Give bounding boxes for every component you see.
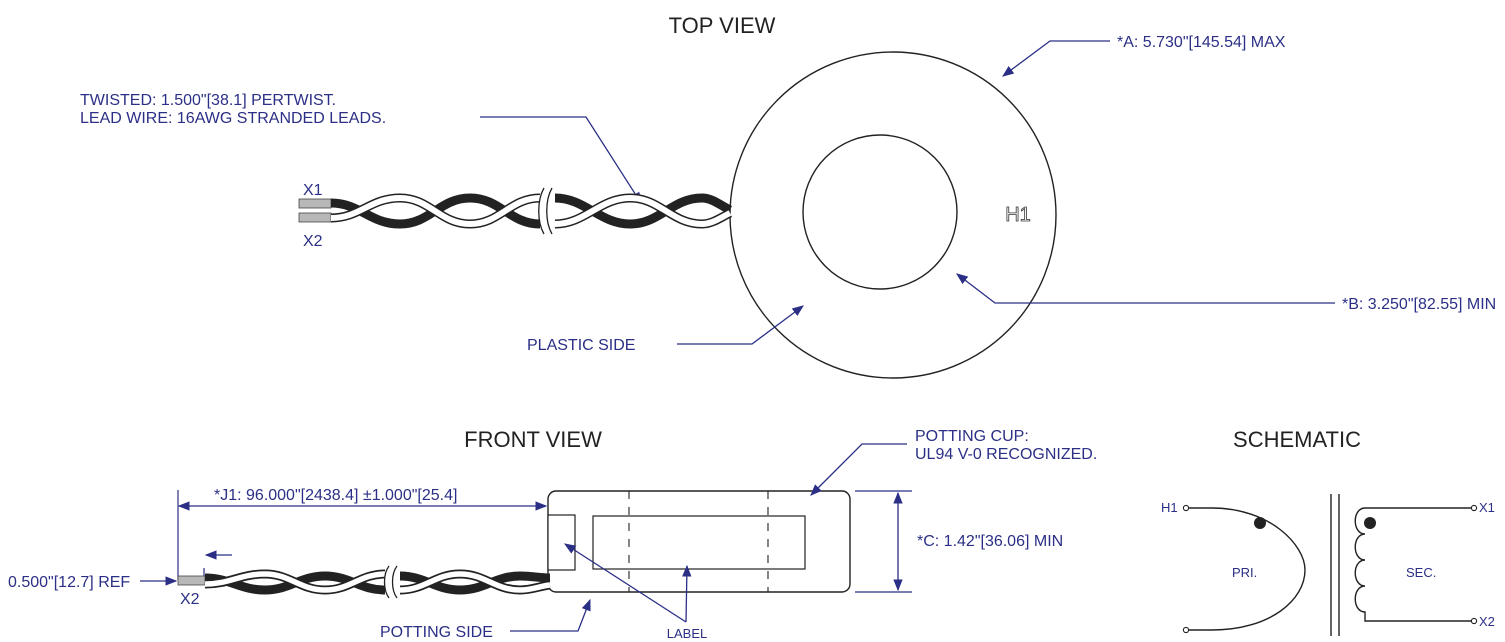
white-lead-segment-1	[330, 194, 541, 228]
label-area	[592, 515, 806, 570]
j1-dimension-label: *J1: 96.000"[2438.4] ±1.000"[25.4]	[214, 487, 457, 504]
front-x2-label: X2	[180, 591, 200, 608]
secondary-label: SEC.	[1406, 565, 1436, 580]
schematic-x1-label: X1	[1479, 500, 1495, 515]
front-view: FRONT VIEW POTTING CUP: UL94 V-0 RECOGNI…	[8, 427, 1097, 641]
front-lead-tip	[177, 575, 206, 586]
lead-break-symbol	[538, 187, 553, 235]
front-white-lead-1	[204, 571, 386, 593]
dim-b-leader	[956, 273, 1335, 304]
plastic-side-label: PLASTIC SIDE	[527, 337, 635, 354]
primary-polarity-dot	[1254, 517, 1266, 529]
front-twisted-lead	[177, 565, 551, 599]
x2-terminal	[1470, 617, 1478, 625]
potting-cup-label-2: UL94 V-0 RECOGNIZED.	[915, 446, 1097, 463]
potting-cup-leader	[810, 443, 907, 496]
front-white-lead-2	[399, 571, 551, 593]
h1-terminal	[1182, 504, 1190, 512]
top-x1-label: X1	[303, 182, 323, 199]
lead-exit-tab	[547, 514, 576, 571]
schematic-title: SCHEMATIC	[1233, 427, 1361, 452]
lead-break-gap	[540, 186, 555, 236]
inner-diameter-circle	[802, 134, 958, 290]
top-twisted-leads	[298, 186, 733, 236]
white-lead-segment-2	[554, 194, 732, 228]
schematic-h1-label: H1	[1161, 500, 1178, 515]
ref-dimension-label: 0.500"[12.7] REF	[8, 574, 130, 591]
label-leader-right	[682, 564, 692, 623]
lead-wire-note: LEAD WIRE: 16AWG STRANDED LEADS.	[80, 110, 386, 127]
lead-x1-tip	[298, 198, 332, 209]
top-view-title: TOP VIEW	[669, 13, 776, 38]
dim-a-leader	[1002, 40, 1110, 77]
dim-b-label: *B: 3.250"[82.55] MIN	[1342, 296, 1496, 313]
c-dimension-label: *C: 1.42"[36.06] MIN	[917, 533, 1063, 550]
potting-cup-label-1: POTTING CUP:	[915, 428, 1029, 445]
dim-a-label: *A: 5.730"[145.54] MAX	[1117, 34, 1286, 51]
top-x2-label: X2	[303, 233, 323, 250]
front-view-title: FRONT VIEW	[464, 427, 602, 452]
top-view: TOP VIEW H1 *A: 5.730"[145.54] MAX *B: 3…	[80, 13, 1496, 379]
plastic-side-leader	[677, 305, 804, 345]
primary-label: PRI.	[1232, 565, 1257, 580]
secondary-winding	[1354, 507, 1471, 622]
secondary-polarity-dot	[1364, 517, 1376, 529]
h1-marking: H1	[1005, 204, 1031, 226]
schematic: SCHEMATIC H1 PRI. SEC. X1 X2	[1161, 427, 1495, 636]
primary-return-terminal	[1182, 626, 1190, 634]
label-leader-left	[564, 543, 687, 623]
schematic-x2-label: X2	[1479, 614, 1495, 629]
label-callout: LABEL	[667, 626, 707, 641]
lead-x2-tip	[298, 212, 332, 223]
lead-note-leader	[480, 116, 642, 204]
primary-winding	[1189, 507, 1306, 631]
front-lead-break-symbol	[383, 565, 398, 599]
potting-side-leader	[510, 598, 591, 632]
potting-side-label: POTTING SIDE	[380, 624, 493, 641]
twist-note: TWISTED: 1.500"[38.1] PERTWIST.	[80, 92, 336, 109]
x1-terminal	[1470, 504, 1478, 512]
